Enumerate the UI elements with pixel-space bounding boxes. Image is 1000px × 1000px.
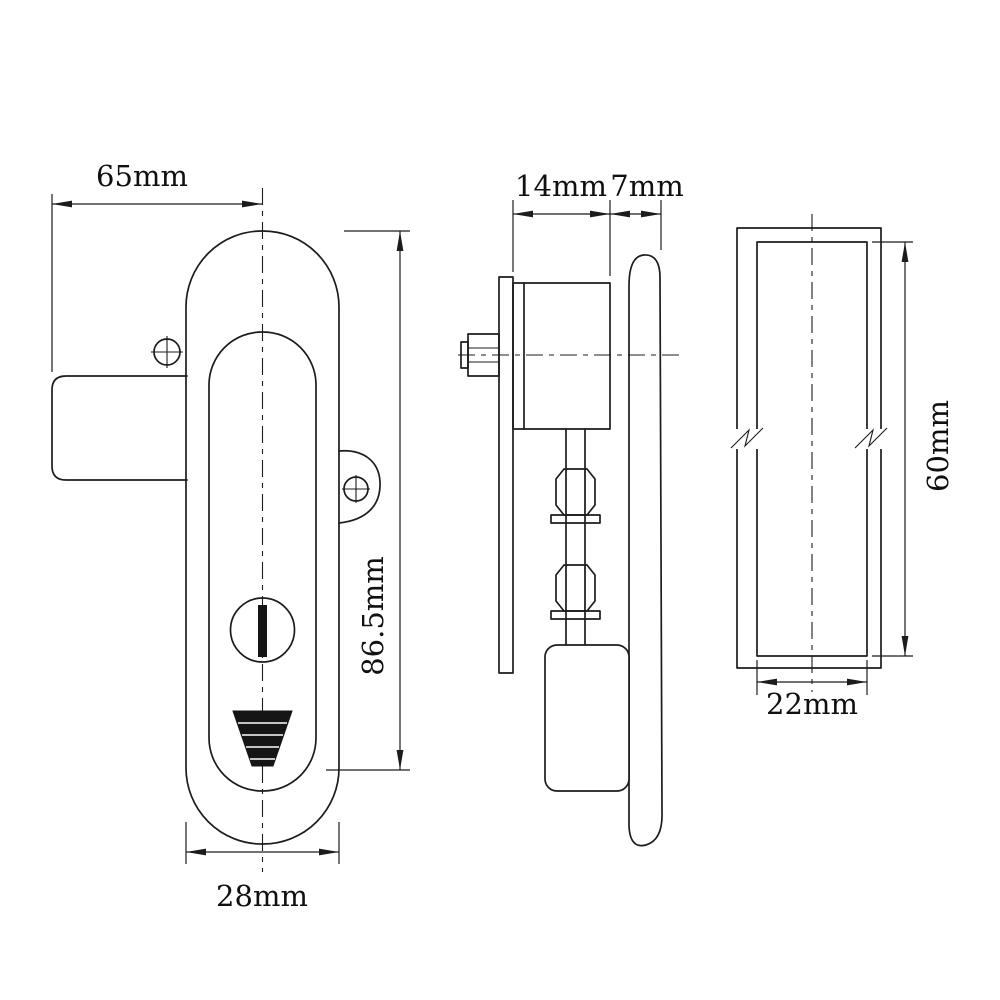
key-cylinder xyxy=(229,597,296,663)
nut-outline xyxy=(555,564,596,612)
hex-nut-lower xyxy=(550,564,601,620)
front-view: 65mm 86.5mm 28mm xyxy=(51,159,410,913)
break-line xyxy=(854,427,888,449)
push-button-face xyxy=(232,710,293,767)
dim-label-back-width: 22mm xyxy=(766,687,858,721)
ear-mounting-hole xyxy=(342,475,370,503)
washer xyxy=(550,514,601,524)
lock-cylinder-side xyxy=(512,282,611,430)
nut-outline xyxy=(555,468,596,516)
break-line xyxy=(730,427,764,449)
dim-label-handle-depth: 7mm xyxy=(610,169,683,203)
dim-7mm: 7mm xyxy=(610,169,684,250)
mounting-plate xyxy=(498,276,514,674)
push-button xyxy=(232,710,293,767)
dim-65mm: 65mm xyxy=(51,159,262,372)
break-mark-right xyxy=(853,427,893,449)
dim-label-height: 86.5mm xyxy=(356,556,390,676)
dim-label-handle-width: 28mm xyxy=(216,879,308,913)
dim-14mm: 14mm xyxy=(512,169,611,276)
dim-60mm: 60mm xyxy=(872,241,955,657)
cam-bracket xyxy=(544,644,630,792)
dim-22mm: 22mm xyxy=(756,660,868,721)
top-mounting-hole xyxy=(151,336,183,368)
break-mark-left xyxy=(729,427,767,449)
push-button-ridges xyxy=(238,722,287,760)
break-mask xyxy=(853,429,893,449)
back-view: 60mm 22mm xyxy=(729,214,955,721)
latch-tab xyxy=(51,375,188,481)
dim-label-width: 65mm xyxy=(96,159,188,193)
side-view: 14mm 7mm xyxy=(458,169,684,847)
dim-28mm: 28mm xyxy=(185,822,340,913)
cylinder-circle xyxy=(229,597,296,663)
dim-label-body-depth: 14mm xyxy=(515,169,607,203)
hex-nut-upper xyxy=(550,468,601,524)
mounting-ear xyxy=(338,449,381,524)
dim-label-back-height: 60mm xyxy=(921,400,955,492)
handle-outline xyxy=(208,331,317,792)
washer xyxy=(550,610,601,620)
swing-handle-profile xyxy=(628,254,663,847)
threaded-stud xyxy=(565,428,586,646)
dim-86-5mm: 86.5mm xyxy=(326,230,410,771)
